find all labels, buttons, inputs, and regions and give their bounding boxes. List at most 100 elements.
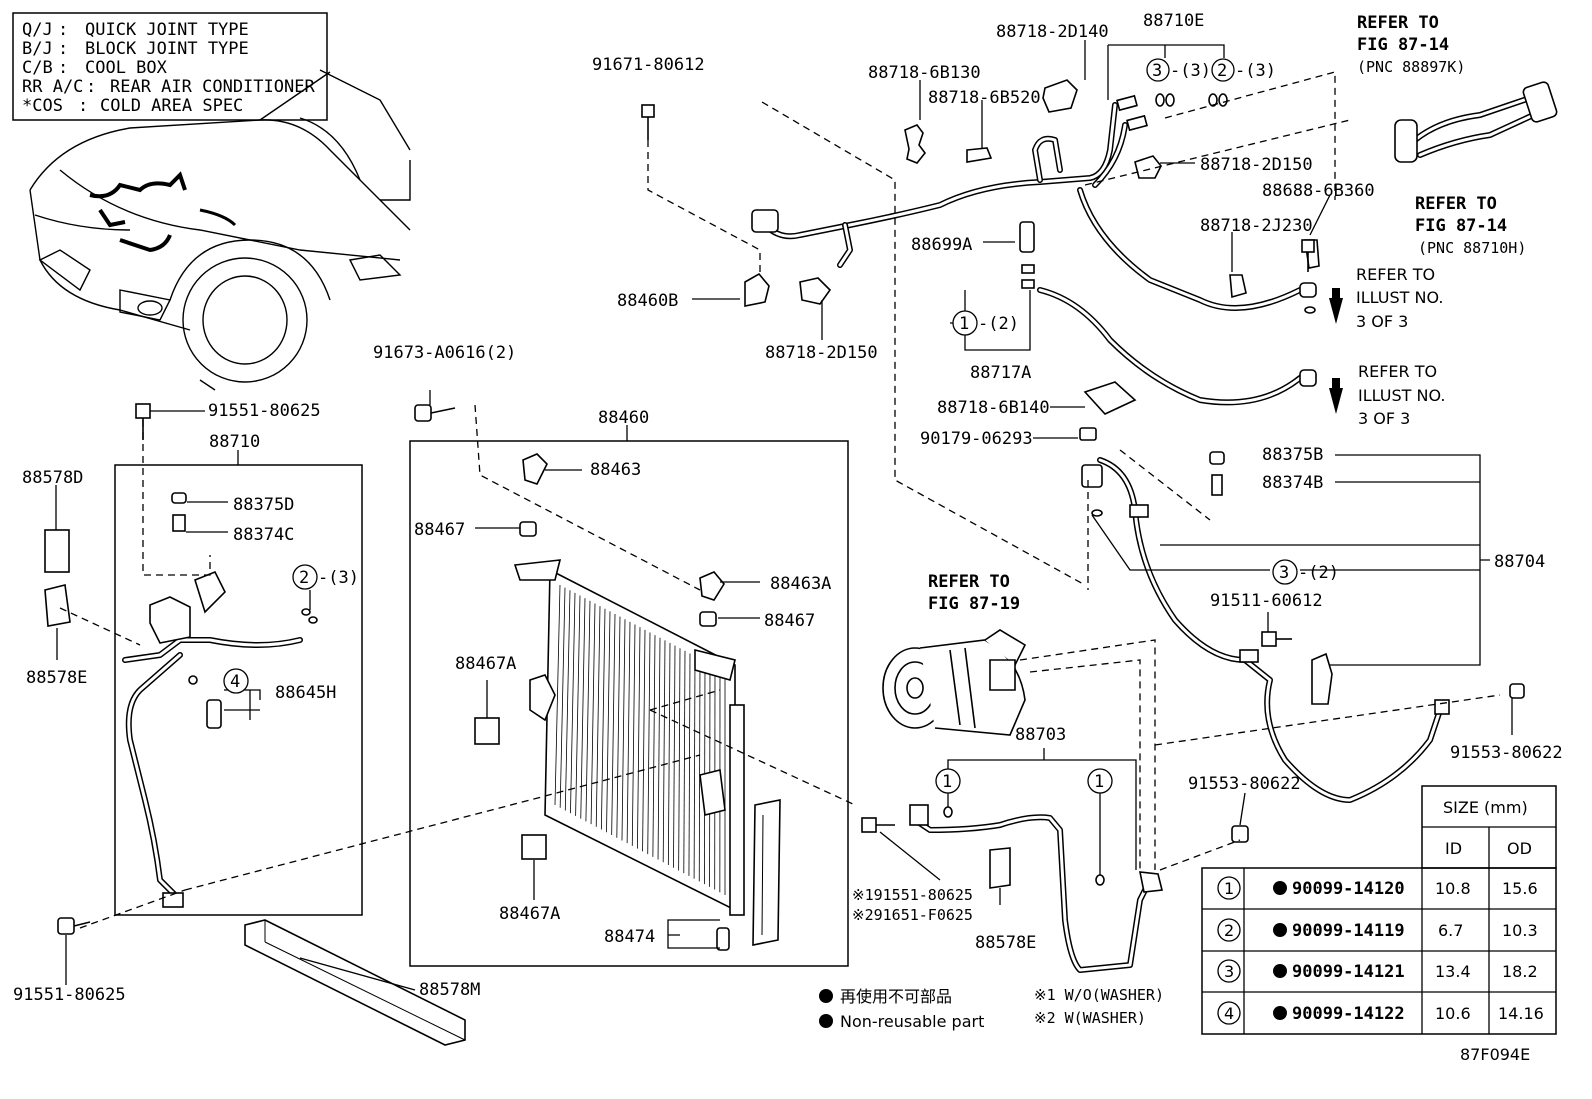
condenser-core	[513, 559, 745, 916]
svg-text:3: 3	[1224, 962, 1234, 981]
footnotes: 再使用不可部品 Non-reusable part ※1 W/O(WASHER)…	[819, 986, 1164, 1031]
svg-text:10.3: 10.3	[1502, 921, 1538, 940]
part-number-label: 88645H	[275, 683, 336, 703]
condenser-fin-line	[600, 608, 606, 830]
svg-text:REFER TO: REFER TO	[928, 572, 1010, 592]
svg-text:90099-14122: 90099-14122	[1292, 1004, 1405, 1024]
svg-text:1: 1	[1224, 879, 1234, 898]
condenser-fin-line	[637, 627, 641, 849]
condenser-fin-line	[595, 606, 601, 827]
part-number-label: 88718-2D140	[996, 22, 1109, 42]
svg-text:3: 3	[1279, 563, 1289, 583]
figure-code: 87F094E	[1460, 1045, 1530, 1064]
condenser-fin-line	[647, 632, 651, 855]
svg-text:-(3): -(3)	[1235, 61, 1276, 81]
svg-text:6.7: 6.7	[1438, 921, 1463, 940]
part-number-label: 90179-06293	[920, 429, 1033, 449]
svg-text:ILLUST NO.: ILLUST NO.	[1356, 288, 1443, 307]
svg-text:-(3): -(3)	[318, 568, 359, 588]
condenser-fin-line	[606, 611, 611, 833]
svg-text:Q/J: Q/J	[22, 20, 53, 40]
svg-text::: :	[58, 58, 68, 78]
svg-text:10.8: 10.8	[1435, 879, 1471, 898]
seal-88578M	[244, 919, 466, 1046]
condenser-fin-line	[590, 603, 596, 825]
part-labels: 91671-80612 88718-2D140 88710E 88718-6B1…	[13, 11, 1563, 1005]
svg-text:4: 4	[230, 672, 240, 692]
part-number-label: 91671-80612	[592, 55, 705, 75]
svg-text:FIG 87-14: FIG 87-14	[1357, 35, 1449, 55]
part-number-label: 88460B	[617, 291, 678, 311]
abbreviation-legend: Q/J : QUICK JOINT TYPE B/J : BLOCK JOINT…	[12, 12, 328, 121]
part-number-label: 88699A	[911, 235, 972, 255]
part-number-label: 88718-6B130	[868, 63, 981, 83]
svg-text:再使用不可部品: 再使用不可部品	[840, 987, 952, 1006]
suction-hose-88704	[1081, 451, 1450, 803]
svg-text:REFER TO: REFER TO	[1356, 265, 1435, 284]
part-number-label: 91553-80622	[1188, 774, 1301, 794]
part-number-label: 88375D	[233, 495, 294, 515]
condenser-fin-line	[642, 629, 646, 852]
svg-text:14.16: 14.16	[1498, 1004, 1544, 1023]
svg-text:REAR AIR CONDITIONER: REAR AIR CONDITIONER	[110, 77, 315, 97]
part-number-label: ※191551-80625	[852, 886, 973, 904]
suction-hose-assembly	[861, 748, 1163, 973]
part-number-label: 88467	[764, 611, 815, 631]
part-number-label: 88718-2D150	[1200, 155, 1313, 175]
part-number-label: 91673-A0616(2)	[373, 343, 516, 363]
part-number-label: 88578M	[419, 980, 480, 1000]
svg-text:COLD AREA SPEC: COLD AREA SPEC	[100, 96, 243, 116]
part-number-label: 91551-80625	[208, 401, 321, 421]
svg-text:3 OF 3: 3 OF 3	[1358, 409, 1410, 428]
down-arrow-icon	[1329, 288, 1343, 324]
svg-text:1: 1	[942, 772, 952, 792]
condenser-fin-line	[657, 637, 661, 860]
part-number-label: 88710	[209, 432, 260, 452]
part-number-label: 88467A	[455, 654, 516, 674]
svg-text:90099-14120: 90099-14120	[1292, 879, 1405, 899]
svg-text:C/B: C/B	[22, 58, 53, 78]
svg-text:-(3): -(3)	[1170, 61, 1211, 81]
svg-text:4: 4	[1224, 1004, 1234, 1023]
svg-text:2: 2	[299, 568, 309, 588]
svg-text:3: 3	[1152, 61, 1162, 81]
svg-text::: :	[58, 20, 68, 40]
svg-text:※1 W/O(WASHER): ※1 W/O(WASHER)	[1034, 986, 1164, 1004]
part-number-label: 88688-6B360	[1262, 181, 1375, 201]
part-number-label: 88374C	[233, 525, 294, 545]
down-arrow-icon	[1329, 378, 1343, 414]
part-number-label: 88718-2J230	[1200, 216, 1313, 236]
condenser-fin-line	[678, 648, 681, 871]
svg-text:3 OF 3: 3 OF 3	[1356, 312, 1408, 331]
part-number-label: 91553-80622	[1450, 743, 1563, 763]
condenser-fin-line	[570, 592, 576, 814]
part-number-label: 88703	[1015, 725, 1066, 745]
o-ring-size-table: SIZE (mm) ID OD 1 90099-14120 10.8 15.6 …	[1201, 785, 1557, 1035]
svg-text:2: 2	[1224, 921, 1234, 940]
svg-text:1: 1	[1094, 772, 1104, 792]
svg-text:COOL BOX: COOL BOX	[85, 58, 168, 78]
svg-text:QUICK JOINT TYPE: QUICK JOINT TYPE	[85, 20, 249, 40]
svg-text::: :	[86, 77, 96, 97]
rear-cooler-tube-illustration	[1394, 81, 1558, 163]
condenser-parts	[474, 453, 781, 951]
part-number-label: 88578D	[22, 468, 83, 488]
svg-text:-(2): -(2)	[978, 314, 1019, 334]
svg-text:Non-reusable part: Non-reusable part	[840, 1012, 984, 1031]
svg-text:RR A/C: RR A/C	[22, 77, 83, 97]
compressor-illustration	[882, 629, 1027, 736]
svg-text:ILLUST NO.: ILLUST NO.	[1358, 386, 1445, 405]
part-number-label: 88578E	[26, 668, 87, 688]
vehicle-illustration	[29, 69, 411, 391]
svg-text:FIG 87-14: FIG 87-14	[1415, 216, 1507, 236]
part-number-label: ※291651-F0625	[852, 906, 973, 924]
condenser-fin-line	[631, 624, 636, 846]
insulator-88578E-left	[44, 584, 71, 627]
condenser-fin-line	[564, 590, 571, 811]
condenser-fin-line	[580, 598, 586, 819]
condenser-fin-line	[667, 642, 671, 866]
condenser-fin-line	[703, 661, 706, 885]
svg-text:FIG 87-19: FIG 87-19	[928, 594, 1020, 614]
svg-text:B/J: B/J	[22, 39, 53, 59]
